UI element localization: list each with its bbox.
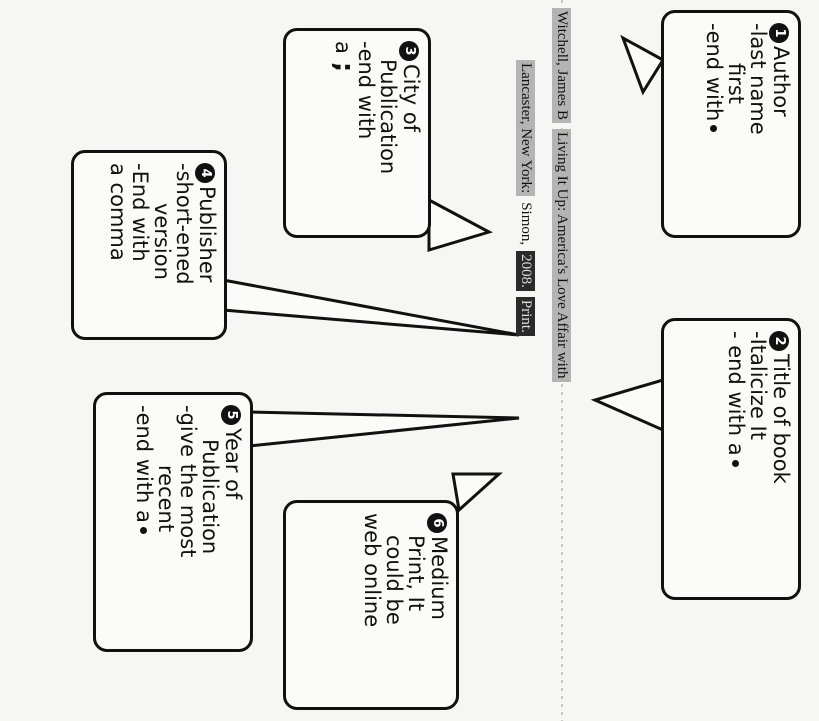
callout-title: 2Title of book -Italicize It - end with … bbox=[661, 318, 801, 600]
callout-title-line: -Italicize It bbox=[746, 331, 770, 440]
citation-publisher: Simon, bbox=[518, 202, 535, 246]
callout-year-line: -give the most bbox=[176, 405, 200, 558]
callout-publisher-line: -short-ened bbox=[172, 163, 196, 285]
callout-publisher-line: -End with bbox=[128, 163, 152, 262]
callout-year-line: -end with a bbox=[132, 405, 156, 523]
callout-title-number: 2 bbox=[769, 331, 789, 351]
pointer-publisher bbox=[221, 278, 520, 337]
citation-medium: Print. bbox=[516, 296, 536, 336]
callout-city-line: a bbox=[331, 41, 355, 54]
citation-author: Witchell, James B bbox=[552, 8, 572, 123]
callout-medium: 6Medium Print, It could be web online bbox=[283, 500, 459, 710]
callout-title-line: - end with a bbox=[724, 331, 748, 456]
callout-publisher-line: a comma bbox=[106, 163, 130, 261]
callout-publisher-line: version bbox=[150, 203, 174, 280]
callout-city-line: Publication bbox=[376, 59, 400, 175]
semicolon-mark: ; bbox=[329, 61, 359, 73]
callout-city-number: 3 bbox=[399, 41, 419, 61]
callout-city-line: City of bbox=[399, 64, 423, 133]
callout-author-line: Author bbox=[769, 46, 793, 117]
callout-author-line: -last name bbox=[746, 23, 770, 135]
citation-title: Living It Up: America's Love Affair with bbox=[552, 128, 572, 382]
pointer-author bbox=[620, 34, 666, 96]
callout-author-line: -end with bbox=[702, 23, 726, 122]
callout-author-number: 1 bbox=[769, 23, 789, 43]
callout-medium-line: Print, It bbox=[404, 535, 428, 612]
citation-year: 2008. bbox=[516, 251, 536, 291]
callout-year: 5Year of Publication -give the most rece… bbox=[93, 392, 253, 652]
callout-medium-line: could be bbox=[382, 535, 406, 625]
callout-medium-number: 6 bbox=[427, 513, 447, 533]
callout-city: 3City of Publication -end with a; bbox=[283, 28, 431, 238]
pointer-title bbox=[590, 377, 665, 433]
period-mark bbox=[732, 459, 739, 467]
callout-year-line: recent bbox=[154, 465, 178, 533]
callout-publisher-number: 4 bbox=[195, 163, 215, 183]
citation-city: Lancaster, New York: bbox=[516, 60, 536, 197]
callout-medium-line: Medium bbox=[427, 536, 451, 620]
callout-author-line: first bbox=[724, 63, 748, 105]
period-mark bbox=[140, 526, 147, 534]
callout-title-line: Title of book bbox=[769, 354, 793, 484]
period-mark bbox=[710, 125, 717, 133]
pointer-medium bbox=[451, 472, 503, 513]
callout-publisher: 4Publisher -short-ened version -End with… bbox=[71, 150, 227, 340]
pointer-city bbox=[427, 197, 493, 253]
callout-medium-line: web online bbox=[360, 513, 384, 628]
callout-year-number: 5 bbox=[221, 405, 241, 425]
callout-year-line: Publication bbox=[198, 439, 222, 555]
citation-line-2: Lancaster, New York: Simon, 2008. Print. bbox=[515, 60, 537, 342]
callout-publisher-line: Publisher bbox=[195, 186, 219, 283]
pointer-year bbox=[247, 410, 520, 448]
callout-author: 1Author -last name first -end with bbox=[661, 10, 801, 238]
callout-year-line: Year of bbox=[221, 428, 245, 500]
citation-line-1: Witchell, James B Living It Up: America'… bbox=[551, 8, 573, 388]
